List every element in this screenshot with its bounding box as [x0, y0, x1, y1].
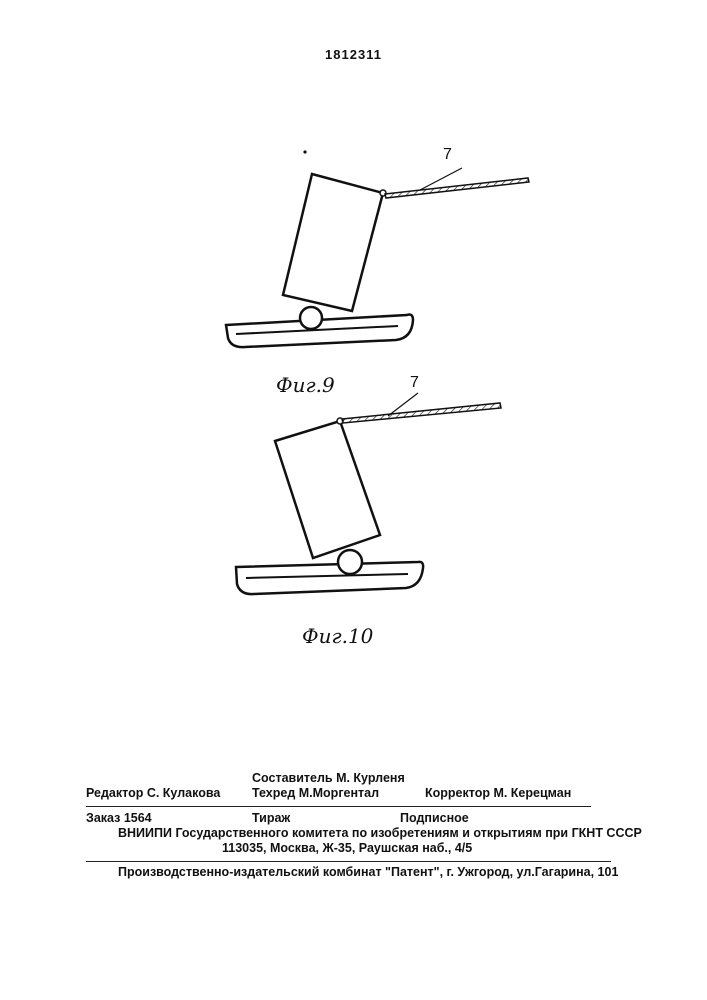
- circulation-label: Тираж: [252, 811, 290, 825]
- divider-top: [86, 806, 591, 807]
- publisher-line: Производственно-издательский комбинат "П…: [118, 865, 618, 879]
- order-number: Заказ 1564: [86, 811, 152, 825]
- figure-label-fig10: Фиг.10: [302, 624, 374, 648]
- figure-label-fig9: Фиг.9: [276, 373, 335, 397]
- body-block-fig9: [283, 174, 383, 311]
- address-line: 113035, Москва, Ж-35, Раушская наб., 4/5: [222, 841, 472, 855]
- corrector-credit: Корректор М. Керецман: [425, 786, 571, 800]
- composer-credit: Составитель М. Курленя: [252, 771, 405, 785]
- figure-10: 7 Фиг.10: [236, 374, 501, 648]
- ski-inner-line-fig10: [246, 574, 408, 578]
- figure-9: 7 Фиг.9: [226, 146, 529, 397]
- ref-label-7-fig9: 7: [443, 146, 452, 163]
- editor-credit: Редактор С. Кулакова: [86, 786, 220, 800]
- patent-drawings: 7 Фиг.9 7 Фиг.10: [0, 0, 707, 700]
- cable-7-fig10: [342, 403, 501, 423]
- divider-bottom: [86, 861, 611, 862]
- subscription-label: Подписное: [400, 811, 469, 825]
- body-block-fig10: [275, 421, 380, 558]
- cable-7-fig9: [385, 178, 529, 198]
- institute-line: ВНИИПИ Государственного комитета по изоб…: [118, 826, 642, 840]
- roller-fig10: [338, 550, 362, 574]
- ref-label-7-fig10: 7: [410, 374, 419, 391]
- techred-credit: Техред М.Моргентал: [252, 786, 379, 800]
- speck-dot: [303, 150, 306, 153]
- roller-fig9: [300, 307, 322, 329]
